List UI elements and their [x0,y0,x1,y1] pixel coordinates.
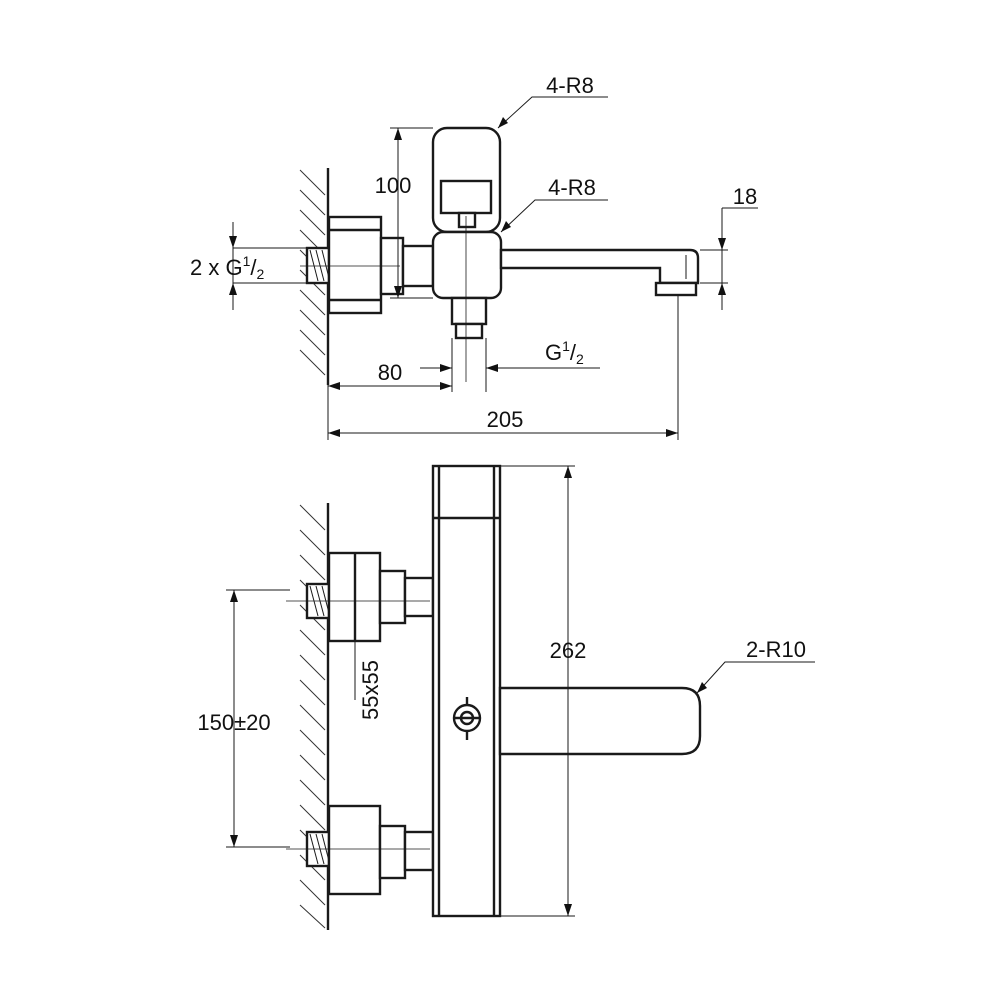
aerator-top [654,281,698,297]
top-view: 100 4-R8 4-R8 18 [190,73,758,440]
diverter-knob[interactable] [452,697,482,740]
dim-spout-radius-label: 2-R10 [746,637,806,662]
dim-spout-height: 18 [700,184,758,310]
dim-total-length: 205 [327,295,679,440]
dim-spout-height-label: 18 [733,184,757,209]
dim-height-top: 100 [375,127,433,299]
inlet-thread-label: 2 x G1/2 [190,253,265,282]
dim-flange-size-label: 55x55 [358,660,383,720]
outlet-thread-label: G1/2 [545,338,584,367]
mixer-body-front [431,464,502,918]
leader-mid-radius: 4-R8 [500,175,608,233]
dim-outlet-thread: G1/2 [486,338,600,372]
wall-flange-top [327,215,383,315]
inlet-thread-top [305,246,331,285]
dim-top-radius-label: 4-R8 [546,73,594,98]
mixer-body-top [431,230,503,300]
dim-mid-radius-label: 4-R8 [548,175,596,200]
dim-center-distance-label: 150±20 [197,710,270,735]
dim-center-distance: 150±20 [197,589,290,848]
dim-flange-size: 55x55 [354,641,383,720]
lower-inlet-front [305,804,435,896]
outlet-top [450,296,488,326]
handle-insert-top [439,179,493,215]
spout-top [499,248,700,297]
dim-body-height: 262 [500,465,587,917]
dim-body-height-label: 262 [550,638,587,663]
dim-total-length-label: 205 [487,407,524,432]
dim-height-label: 100 [375,173,412,198]
dim-offset-label: 80 [378,360,402,385]
dim-offset: 80 [328,338,487,392]
dim-inlet-thread: 2 x G1/2 [190,222,307,310]
spout-front [498,686,702,756]
handle-stem-top [457,211,477,229]
outlet-thread-top [454,322,484,340]
connector-top [401,244,435,288]
upper-inlet-front [305,551,435,643]
leader-top-radius: 4-R8 [497,73,608,129]
leader-spout-radius: 2-R10 [696,637,815,694]
front-view: 262 2-R10 150±20 55x55 [197,464,815,930]
